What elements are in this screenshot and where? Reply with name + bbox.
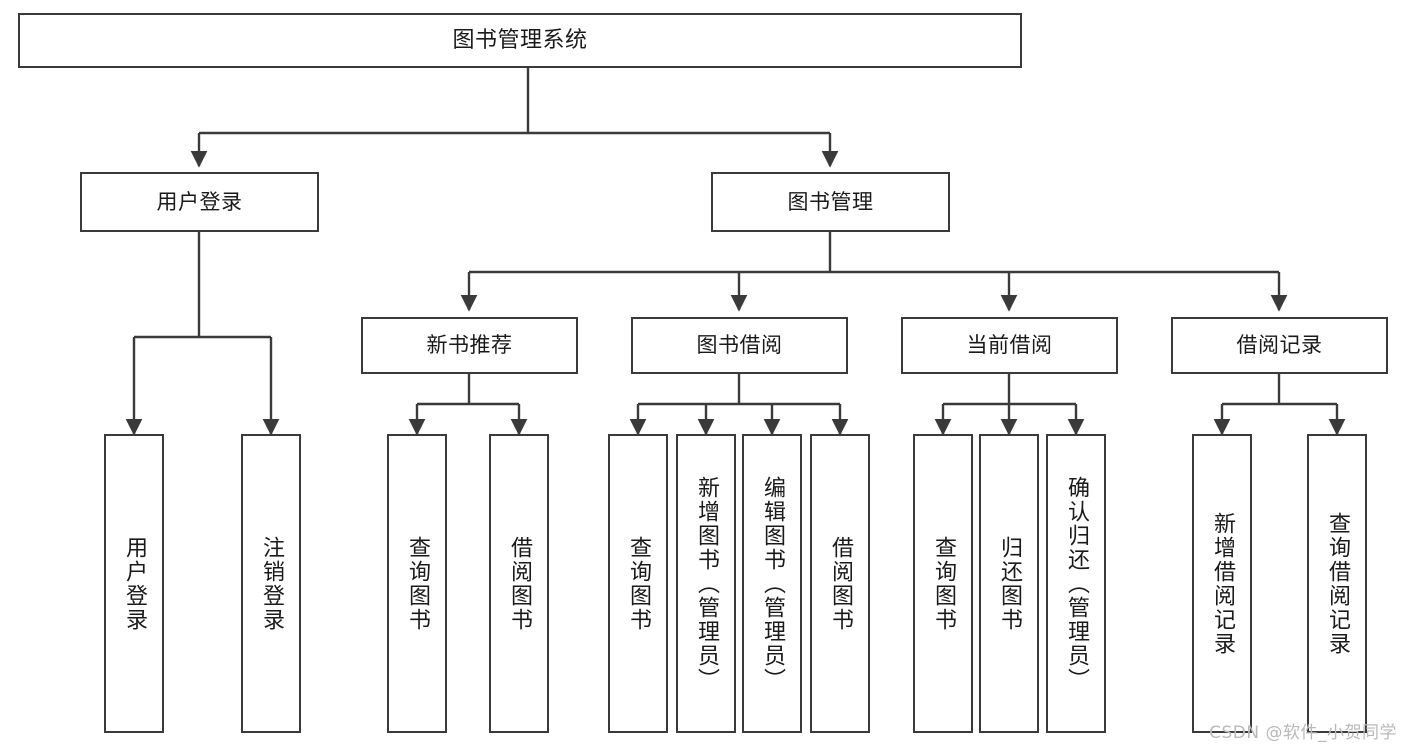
node-leaf-add-book[interactable]: 新增图书（管理员） [676,434,736,733]
node-root[interactable]: 图书管理系统 [18,13,1022,68]
node-leaf-query-book-2-label: 查询图书 [626,535,651,632]
node-borrow-record-label: 借阅记录 [1236,333,1323,358]
node-leaf-borrow-book-1[interactable]: 借阅图书 [489,434,549,733]
node-leaf-confirm-return[interactable]: 确认归还（管理员） [1046,434,1106,733]
node-book-borrow[interactable]: 图书借阅 [631,317,848,374]
node-leaf-query-book-3-label: 查询图书 [931,535,956,632]
node-leaf-borrow-book-1-label: 借阅图书 [507,535,532,632]
node-leaf-query-record-label: 查询借阅记录 [1325,511,1350,656]
node-leaf-query-book-1-label: 查询图书 [405,535,430,632]
node-leaf-query-book-3[interactable]: 查询图书 [913,434,973,733]
node-leaf-query-book-2[interactable]: 查询图书 [608,434,668,733]
watermark-text: CSDN @软件_小贺同学 [1209,723,1397,743]
node-borrow-record[interactable]: 借阅记录 [1171,317,1388,374]
node-leaf-borrow-book-2-label: 借阅图书 [828,535,853,632]
node-root-label: 图书管理系统 [452,27,588,53]
node-leaf-edit-book-label: 编辑图书（管理员） [760,475,785,692]
node-leaf-return-book[interactable]: 归还图书 [979,434,1039,733]
node-current-borrow-label: 当前借阅 [966,333,1053,358]
node-leaf-add-book-label: 新增图书（管理员） [694,475,719,692]
node-book-borrow-label: 图书借阅 [696,333,783,358]
node-leaf-user-login-label: 用户登录 [122,535,147,632]
node-book-manage[interactable]: 图书管理 [711,172,950,232]
node-leaf-query-record[interactable]: 查询借阅记录 [1307,434,1367,733]
node-leaf-user-login[interactable]: 用户登录 [104,434,164,733]
node-leaf-return-book-label: 归还图书 [997,535,1022,632]
node-leaf-borrow-book-2[interactable]: 借阅图书 [810,434,870,733]
node-leaf-add-record-label: 新增借阅记录 [1210,511,1235,656]
node-user-login[interactable]: 用户登录 [80,172,319,232]
node-leaf-query-book-1[interactable]: 查询图书 [387,434,447,733]
node-book-manage-label: 图书管理 [787,189,874,214]
node-user-login-label: 用户登录 [156,189,243,214]
node-new-book-rec[interactable]: 新书推荐 [361,317,578,374]
node-current-borrow[interactable]: 当前借阅 [901,317,1118,374]
node-leaf-add-record[interactable]: 新增借阅记录 [1192,434,1252,733]
node-leaf-confirm-return-label: 确认归还（管理员） [1064,475,1089,692]
node-leaf-logout-label: 注销登录 [259,535,284,632]
node-new-book-rec-label: 新书推荐 [426,333,513,358]
node-leaf-logout[interactable]: 注销登录 [241,434,301,733]
node-leaf-edit-book[interactable]: 编辑图书（管理员） [742,434,802,733]
